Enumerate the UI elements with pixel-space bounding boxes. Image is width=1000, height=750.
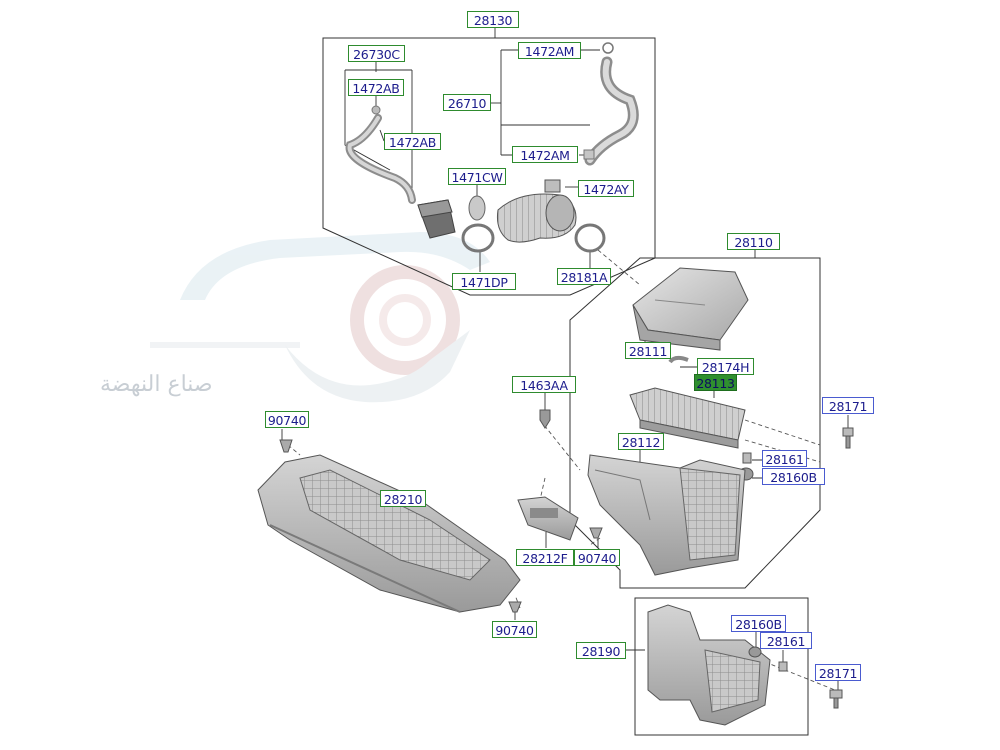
label-28171-top: 28171 [822,397,874,414]
grommet-28160b-lower [748,646,762,658]
bolt-90740-mid [589,527,603,539]
label-1472am-top: 1472AM [518,42,581,59]
label-28171-bottom: 28171 [815,664,861,681]
label-28160b-top: 28160B [762,468,825,485]
filter-element-28113 [629,387,746,449]
label-28160b-bottom: 28160B [731,615,786,632]
label-28210: 28210 [380,490,426,507]
label-1472am-bottom: 1472AM [512,146,578,163]
label-1471cw: 1471CW [448,168,506,185]
clamp-1471cw [468,195,486,221]
breather-valve [417,199,456,239]
label-28113: 28113 [694,374,737,391]
label-1472ab-top: 1472AB [348,79,404,96]
label-26730c: 26730C [348,45,405,62]
bolt-28171-lower [829,689,843,709]
label-28110: 28110 [727,233,780,250]
resonator-28212f [517,496,579,541]
label-28161-top: 28161 [762,450,807,467]
label-28130: 28130 [467,11,519,28]
label-28212f: 28212F [516,549,574,566]
grommet-28161-lower [778,661,788,672]
label-28181a: 28181A [557,268,611,285]
hose-26730c [345,105,416,204]
label-1471dp: 1471DP [452,273,516,290]
intake-duct [497,179,577,243]
hose-26710 [583,42,639,166]
bolt-1463aa [539,409,551,429]
label-28161-bottom: 28161 [760,632,812,649]
watermark-text: صناع النهضة [100,372,213,397]
label-1472ab-bottom: 1472AB [384,133,441,150]
lower-case-28112 [587,454,746,576]
air-cleaner-assy-28190 [647,604,771,726]
label-90740-mid: 90740 [574,549,620,566]
label-90740-bottom: 90740 [492,621,537,638]
label-90740-top: 90740 [265,411,309,428]
cover-28111 [632,267,749,351]
group-frames [322,37,821,736]
bolt-90740-top [279,439,293,453]
label-28190: 28190 [576,642,626,659]
air-guide-28210 [257,454,521,613]
bolt-90740-bottom [508,601,522,613]
bolt-28171 [842,427,854,449]
label-26710: 26710 [443,94,491,111]
label-28112: 28112 [618,433,664,450]
clamp-28181a [574,223,606,253]
label-28174h: 28174H [697,358,754,375]
grommet-28161 [742,452,752,464]
watermark-logo [150,232,490,403]
label-1472ay: 1472AY [578,180,634,197]
clamp-1471dp [461,223,495,253]
label-1463aa: 1463AA [512,376,576,393]
label-28111: 28111 [625,342,671,359]
pipe-28174h [668,355,689,364]
